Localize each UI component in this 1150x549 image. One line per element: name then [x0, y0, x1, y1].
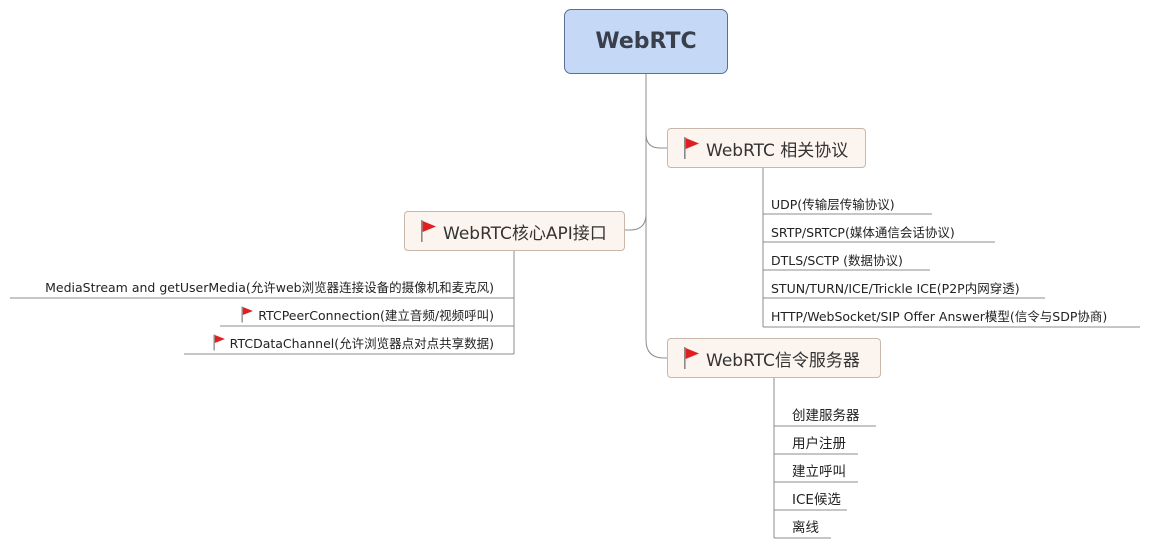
core-api-item[interactable]: RTCDataChannel(允许浏览器点对点共享数据)	[212, 332, 494, 352]
flag-icon	[684, 347, 699, 369]
signaling-item[interactable]: ICE候选	[792, 492, 841, 508]
protocol-item[interactable]: DTLS/SCTP (数据协议)	[771, 252, 903, 268]
core-api-item[interactable]: MediaStream and getUserMedia(允许web浏览器连接设…	[45, 279, 494, 295]
signaling-item[interactable]: 建立呼叫	[792, 464, 846, 480]
flag-icon	[241, 306, 254, 322]
flag-icon	[213, 334, 225, 350]
root-topic[interactable]: WebRTC	[564, 9, 728, 74]
signaling-item[interactable]: 创建服务器	[792, 408, 860, 424]
topic-core-api-label: WebRTC核心API接口	[443, 223, 607, 244]
flag-icon	[684, 137, 699, 159]
signaling-item[interactable]: 离线	[792, 520, 819, 536]
core-api-item[interactable]: RTCPeerConnection(建立音频/视频呼叫)	[240, 304, 494, 324]
protocol-item[interactable]: UDP(传输层传输协议)	[771, 196, 895, 212]
signaling-item[interactable]: 用户注册	[792, 436, 846, 452]
topic-core-api[interactable]: WebRTC核心API接口	[404, 211, 625, 251]
flag-icon	[421, 220, 436, 242]
topic-signaling[interactable]: WebRTC信令服务器	[667, 338, 881, 378]
protocol-item[interactable]: SRTP/SRTCP(媒体通信会话协议)	[771, 224, 955, 240]
topic-protocols-label: WebRTC 相关协议	[706, 140, 849, 161]
topic-signaling-label: WebRTC信令服务器	[706, 350, 860, 371]
protocol-item[interactable]: HTTP/WebSocket/SIP Offer Answer模型(信令与SDP…	[771, 308, 1108, 324]
root-label: WebRTC	[595, 29, 697, 54]
protocol-item[interactable]: STUN/TURN/ICE/Trickle ICE(P2P内网穿透)	[771, 280, 1020, 296]
topic-protocols[interactable]: WebRTC 相关协议	[667, 128, 866, 168]
